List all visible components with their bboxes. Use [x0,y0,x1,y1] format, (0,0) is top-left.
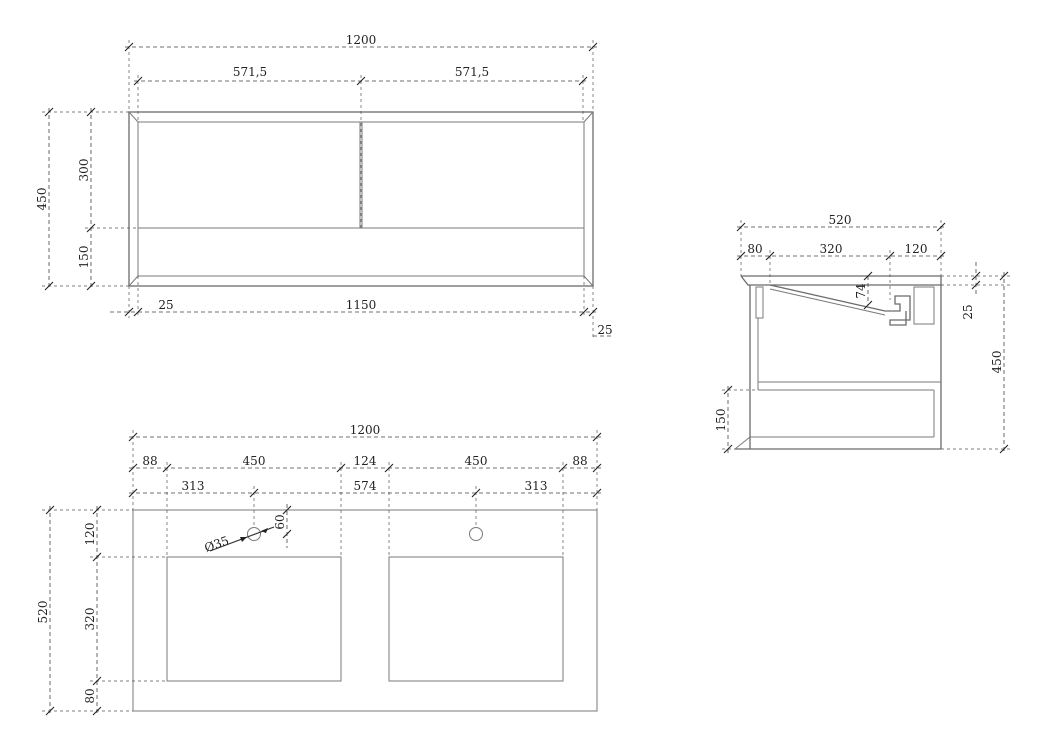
label-basin-left-width: 450 [243,454,266,468]
label-overall-width: 1200 [346,33,377,47]
label-tap-right-offset: 313 [525,479,548,493]
cabinet-inner-frame [137,121,585,277]
label-tap-hole-diameter: Ø35 [202,533,230,555]
label-side-left: 25 [158,298,173,312]
basin-right-plan [388,556,564,682]
label-side-right: 25 [597,323,612,337]
label-plinth-height: 150 [77,246,91,269]
label-side-plinth: 150 [714,409,728,432]
label-basin-height: 74 [854,283,868,299]
label-drawer-left-width: 571,5 [233,65,267,79]
label-inner-width: 1150 [346,298,377,312]
label-drawer-height: 300 [77,159,91,182]
label-top-thickness: 25 [961,304,975,319]
label-drawer-right-width: 571,5 [455,65,489,79]
label-basin-depth-top: 320 [83,608,97,631]
label-rear-margin: 120 [83,523,97,546]
drawer-left [137,121,361,229]
countertop-plan [132,509,598,712]
drawer-right [361,121,585,229]
label-overall-height: 450 [35,188,49,211]
tap-hole-right [469,527,483,541]
label-top-depth: 520 [36,601,50,624]
label-basin-right-width: 450 [465,454,488,468]
label-top-width: 1200 [350,423,381,437]
label-tap-offset: 60 [273,514,287,529]
label-tap-left-offset: 313 [182,479,205,493]
label-side-depth: 520 [829,213,852,227]
label-front-margin: 80 [83,688,97,703]
label-center-gap: 124 [354,454,377,468]
countertop [740,275,942,286]
top-view: 1200 88 450 124 450 88 313 574 313 60 [36,423,602,716]
label-front-offset: 80 [747,242,762,256]
label-basin-depth-side: 320 [820,242,843,256]
cabinet-outline [128,111,594,287]
tap-hole-left [247,527,261,541]
side-view: 520 80 320 120 74 25 450 150 [714,213,1010,454]
label-side-height: 450 [990,351,1004,374]
basin-profile [769,284,911,326]
label-edge-left: 88 [142,454,157,468]
front-view: 1200 571,5 571,5 450 300 150 [35,33,613,338]
basin-left-plan [166,556,342,682]
label-edge-right: 88 [572,454,587,468]
label-tap-spacing: 574 [354,479,377,493]
label-back-offset: 120 [905,242,928,256]
